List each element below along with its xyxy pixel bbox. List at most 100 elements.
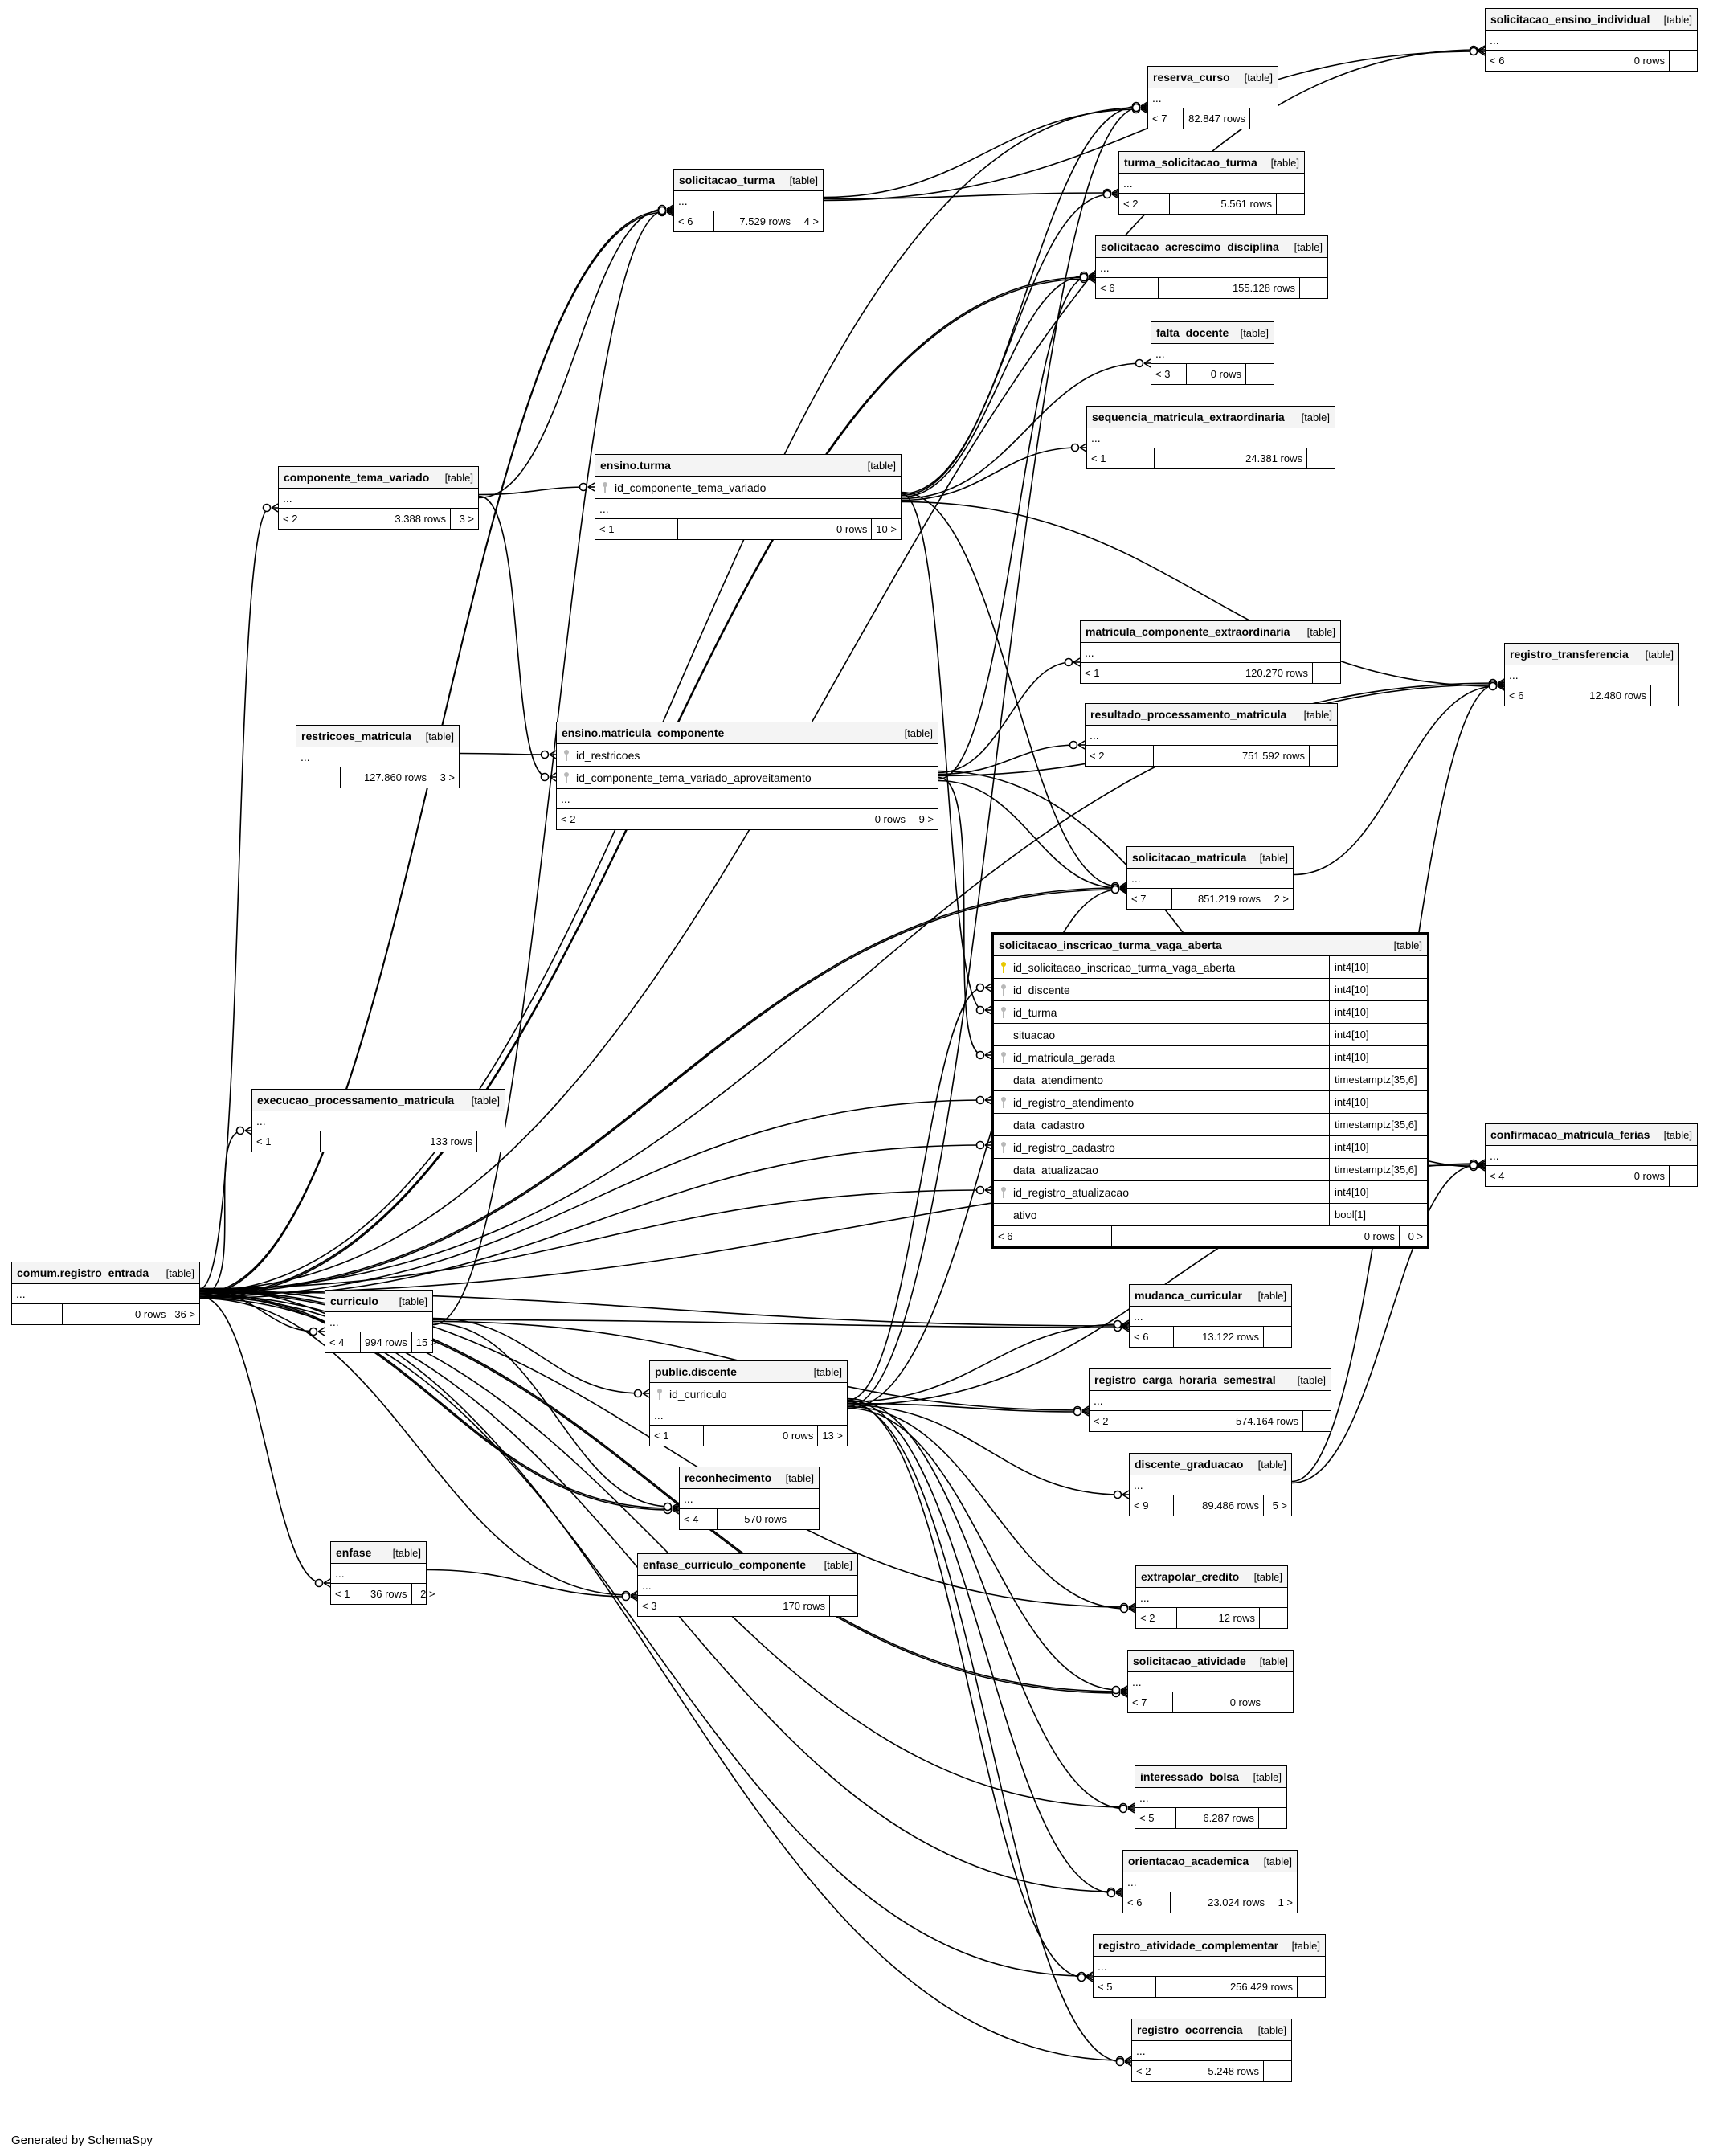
table-type-tag: [table] xyxy=(867,459,896,472)
parents-count: < 2 xyxy=(1132,2061,1175,2081)
more-columns-ellipsis: ... xyxy=(1090,1391,1331,1411)
table-sequencia-matricula-extraordinaria[interactable]: sequencia_matricula_extraordinaria[table… xyxy=(1086,406,1335,469)
table-header: solicitacao_turma[table] xyxy=(674,170,823,191)
table-header: solicitacao_inscricao_turma_vaga_aberta[… xyxy=(994,935,1427,956)
table-enfase-curriculo-componente[interactable]: enfase_curriculo_componente[table]...< 3… xyxy=(637,1553,858,1617)
table-solicitacao-inscricao[interactable]: solicitacao_inscricao_turma_vaga_aberta[… xyxy=(991,932,1429,1249)
children-count xyxy=(1300,278,1327,298)
table-restricoes-matricula[interactable]: restricoes_matricula[table]...127.860 ro… xyxy=(296,725,460,788)
primary-key-icon xyxy=(1000,961,1007,973)
table-type-tag: [table] xyxy=(785,1471,814,1484)
parents-count: < 4 xyxy=(680,1509,718,1529)
table-matricula-componente-extraordinaria[interactable]: matricula_componente_extraordinaria[tabl… xyxy=(1080,620,1341,684)
children-count xyxy=(1651,685,1678,706)
table-confirmacao-matricula-ferias[interactable]: confirmacao_matricula_ferias[table]...< … xyxy=(1485,1123,1698,1187)
column-name: id_turma xyxy=(1013,1005,1057,1019)
crows-foot-marker xyxy=(1135,358,1151,368)
table-solicitacao-ensino-individual[interactable]: solicitacao_ensino_individual[table]...<… xyxy=(1485,8,1698,72)
crows-foot-marker xyxy=(314,1578,331,1588)
table-name: registro_transferencia xyxy=(1510,648,1629,661)
relationship-line xyxy=(823,108,1140,198)
table-resultado-processamento-matricula[interactable]: resultado_processamento_matricula[table]… xyxy=(1085,703,1338,767)
table-header: registro_ocorrencia[table] xyxy=(1132,2019,1291,2041)
parents-count: < 4 xyxy=(325,1332,361,1352)
table-header: turma_solicitacao_turma[table] xyxy=(1119,152,1304,174)
row-count: 0 rows xyxy=(704,1426,819,1446)
more-columns-ellipsis: ... xyxy=(638,1576,857,1596)
table-type-tag: [table] xyxy=(1393,939,1422,951)
more-columns-ellipsis: ... xyxy=(1081,643,1340,663)
parents-count: < 6 xyxy=(994,1226,1112,1246)
parents-count: < 7 xyxy=(1148,108,1184,129)
relationship-line xyxy=(199,1144,984,1299)
table-type-tag: [table] xyxy=(813,1365,842,1378)
parents-count: < 1 xyxy=(650,1426,704,1446)
relationship-line xyxy=(847,1399,1115,1894)
table-solicitacao-acrescimo-disciplina[interactable]: solicitacao_acrescimo_disciplina[table].… xyxy=(1095,235,1328,299)
relationship-line xyxy=(432,1322,672,1508)
table-header: reserva_curso[table] xyxy=(1148,67,1278,88)
table-ensino-turma[interactable]: ensino.turma[table]id_componente_tema_va… xyxy=(595,454,902,540)
table-registro-carga-horaria-semestral[interactable]: registro_carga_horaria_semestral[table].… xyxy=(1089,1368,1331,1432)
parents-count xyxy=(12,1304,63,1324)
table-name: curriculo xyxy=(330,1295,378,1307)
row-count: 5.248 rows xyxy=(1175,2061,1264,2081)
table-header: resultado_processamento_matricula[table] xyxy=(1086,704,1337,726)
table-header: solicitacao_atividade[table] xyxy=(1128,1651,1293,1672)
relationship-line xyxy=(847,889,1119,1409)
children-count xyxy=(477,1131,505,1152)
table-type-tag: [table] xyxy=(425,730,454,743)
children-count xyxy=(1303,1411,1331,1431)
table-header: enfase_curriculo_componente[table] xyxy=(638,1554,857,1576)
crows-foot-marker xyxy=(1118,1804,1135,1814)
table-execucao-processamento-matricula[interactable]: execucao_processamento_matricula[table].… xyxy=(251,1089,505,1152)
parents-count: < 2 xyxy=(1086,746,1154,766)
children-count: 3 > xyxy=(440,771,455,783)
foreign-key-icon xyxy=(1000,1051,1007,1063)
parents-count: < 4 xyxy=(1486,1166,1543,1186)
row-count: 574.164 rows xyxy=(1155,1411,1303,1431)
table-header: execucao_processamento_matricula[table] xyxy=(252,1090,505,1111)
children-count xyxy=(1670,1166,1697,1186)
table-public-discente[interactable]: public.discente[table]id_curriculo...< 1… xyxy=(649,1360,848,1446)
crows-foot-marker xyxy=(1077,1973,1094,1982)
more-columns-ellipsis: ... xyxy=(1087,428,1335,448)
column-row: id_restricoes xyxy=(557,744,938,767)
column-type: int4[10] xyxy=(1329,1001,1427,1023)
table-name: reserva_curso xyxy=(1153,71,1230,84)
foreign-key-icon xyxy=(1000,1141,1007,1153)
column-type: timestamptz[35,6] xyxy=(1329,1159,1427,1180)
relationship-line xyxy=(938,776,984,1056)
table-registro-atividade-complementar[interactable]: registro_atividade_complementar[table]..… xyxy=(1093,1934,1326,1998)
column-type: int4[10] xyxy=(1329,979,1427,1000)
crows-foot-marker xyxy=(1069,740,1086,750)
column-type: int4[10] xyxy=(1329,1091,1427,1113)
table-type-tag: [table] xyxy=(1240,326,1269,339)
column-name: id_componente_tema_variado xyxy=(615,481,767,494)
column-type: timestamptz[35,6] xyxy=(1329,1069,1427,1090)
table-ensino-matricula-componente[interactable]: ensino.matricula_componente[table]id_res… xyxy=(556,722,938,830)
